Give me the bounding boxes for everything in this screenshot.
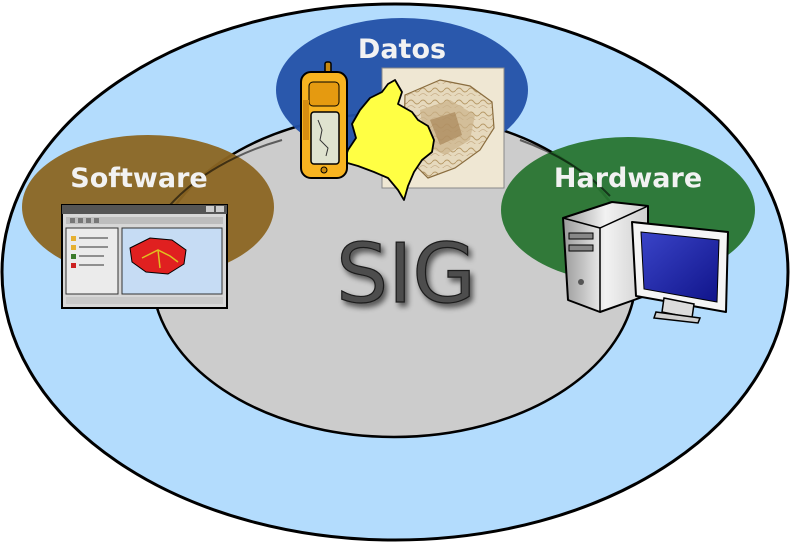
sig-center-label: SIG bbox=[336, 227, 476, 322]
monitor-icon bbox=[631, 221, 729, 324]
datos-label: Datos bbox=[358, 34, 446, 65]
colombia-map-icon bbox=[343, 79, 435, 201]
gis-software-window-icon bbox=[61, 204, 228, 309]
hardware-label: Hardware bbox=[554, 163, 702, 194]
gps-device-icon bbox=[300, 61, 348, 179]
software-label: Software bbox=[70, 163, 207, 194]
computer-tower-icon bbox=[562, 201, 649, 313]
